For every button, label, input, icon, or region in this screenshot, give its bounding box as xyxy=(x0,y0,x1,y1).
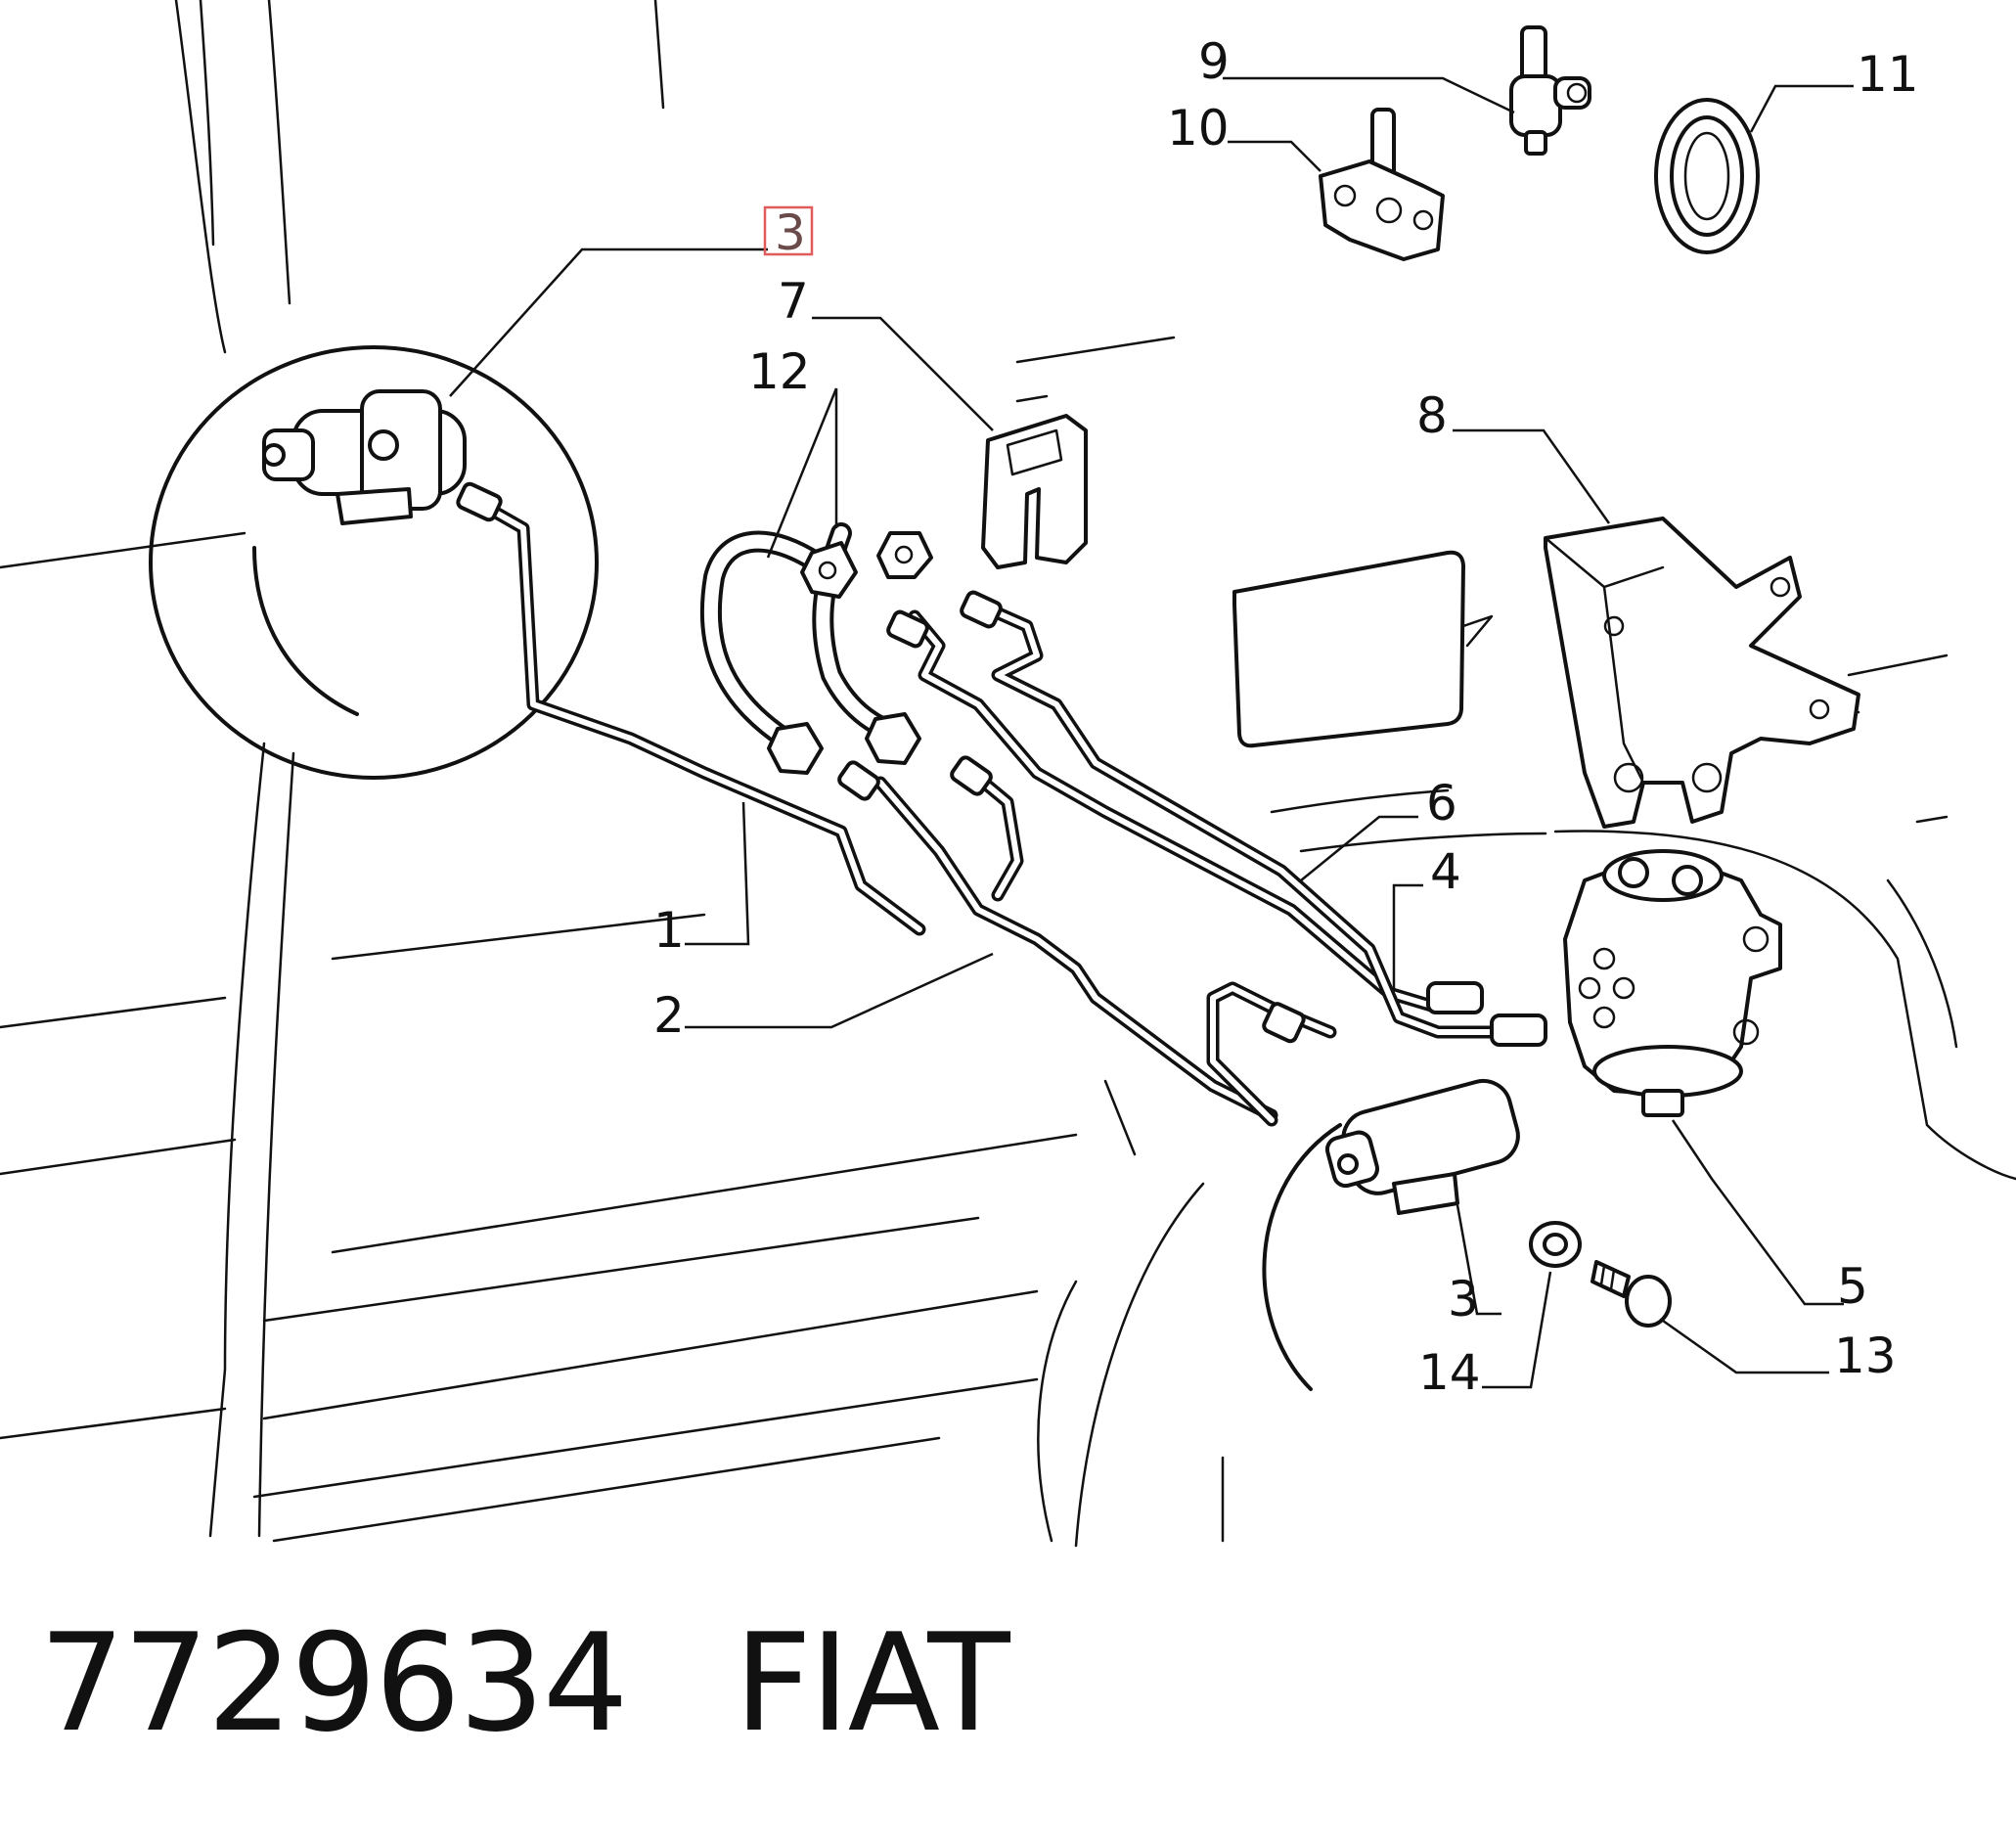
callout-11: 11 xyxy=(1857,46,1919,103)
valve-part-9 xyxy=(1509,25,1591,156)
callout-5: 5 xyxy=(1837,1258,1868,1315)
callout-3-highlight-box xyxy=(763,205,814,256)
brake-drum xyxy=(149,345,599,780)
callout-3-bottom: 3 xyxy=(1448,1271,1479,1328)
callout-9: 9 xyxy=(1198,33,1230,90)
washer-part-14 xyxy=(1529,1221,1582,1268)
part-number: 7729634 xyxy=(39,1603,629,1762)
callout-1: 1 xyxy=(653,902,685,959)
callout-labels: 3 7 12 9 10 11 8 6 4 1 2 3 5 14 13 xyxy=(653,33,1919,1401)
callout-7: 7 xyxy=(778,273,809,330)
callout-13: 13 xyxy=(1834,1328,1897,1384)
leader-lines xyxy=(449,76,1854,1389)
grommet-part-11 xyxy=(1654,98,1760,254)
bolt-part-13 xyxy=(1590,1260,1672,1328)
callout-4: 4 xyxy=(1430,843,1461,900)
flexible-hoses xyxy=(699,522,933,775)
callout-3-top: 3 xyxy=(775,204,806,261)
clip-part-7 xyxy=(981,414,1088,569)
valve-part-10 xyxy=(1319,108,1445,261)
master-cylinder-part-5 xyxy=(1563,849,1782,1117)
vehicle-body-outline xyxy=(0,0,2016,1548)
wheel-cylinder-upper xyxy=(262,389,467,525)
brake-pipes xyxy=(456,481,1547,1127)
callout-12: 12 xyxy=(748,343,811,400)
callout-8: 8 xyxy=(1416,387,1448,444)
callout-14: 14 xyxy=(1418,1344,1481,1401)
caption: 7729634 FIAT xyxy=(39,1603,1010,1762)
callout-2: 2 xyxy=(653,987,685,1044)
bracket-part-8 xyxy=(1544,517,1860,829)
parts-exploded-diagram: 3 7 12 9 10 11 8 6 4 1 2 3 5 14 13 xyxy=(0,0,2016,1548)
callout-10: 10 xyxy=(1167,100,1230,157)
wheel-cylinder-lower xyxy=(1262,1078,1520,1391)
brand-name: FIAT xyxy=(734,1603,1010,1762)
callout-6: 6 xyxy=(1426,775,1457,832)
